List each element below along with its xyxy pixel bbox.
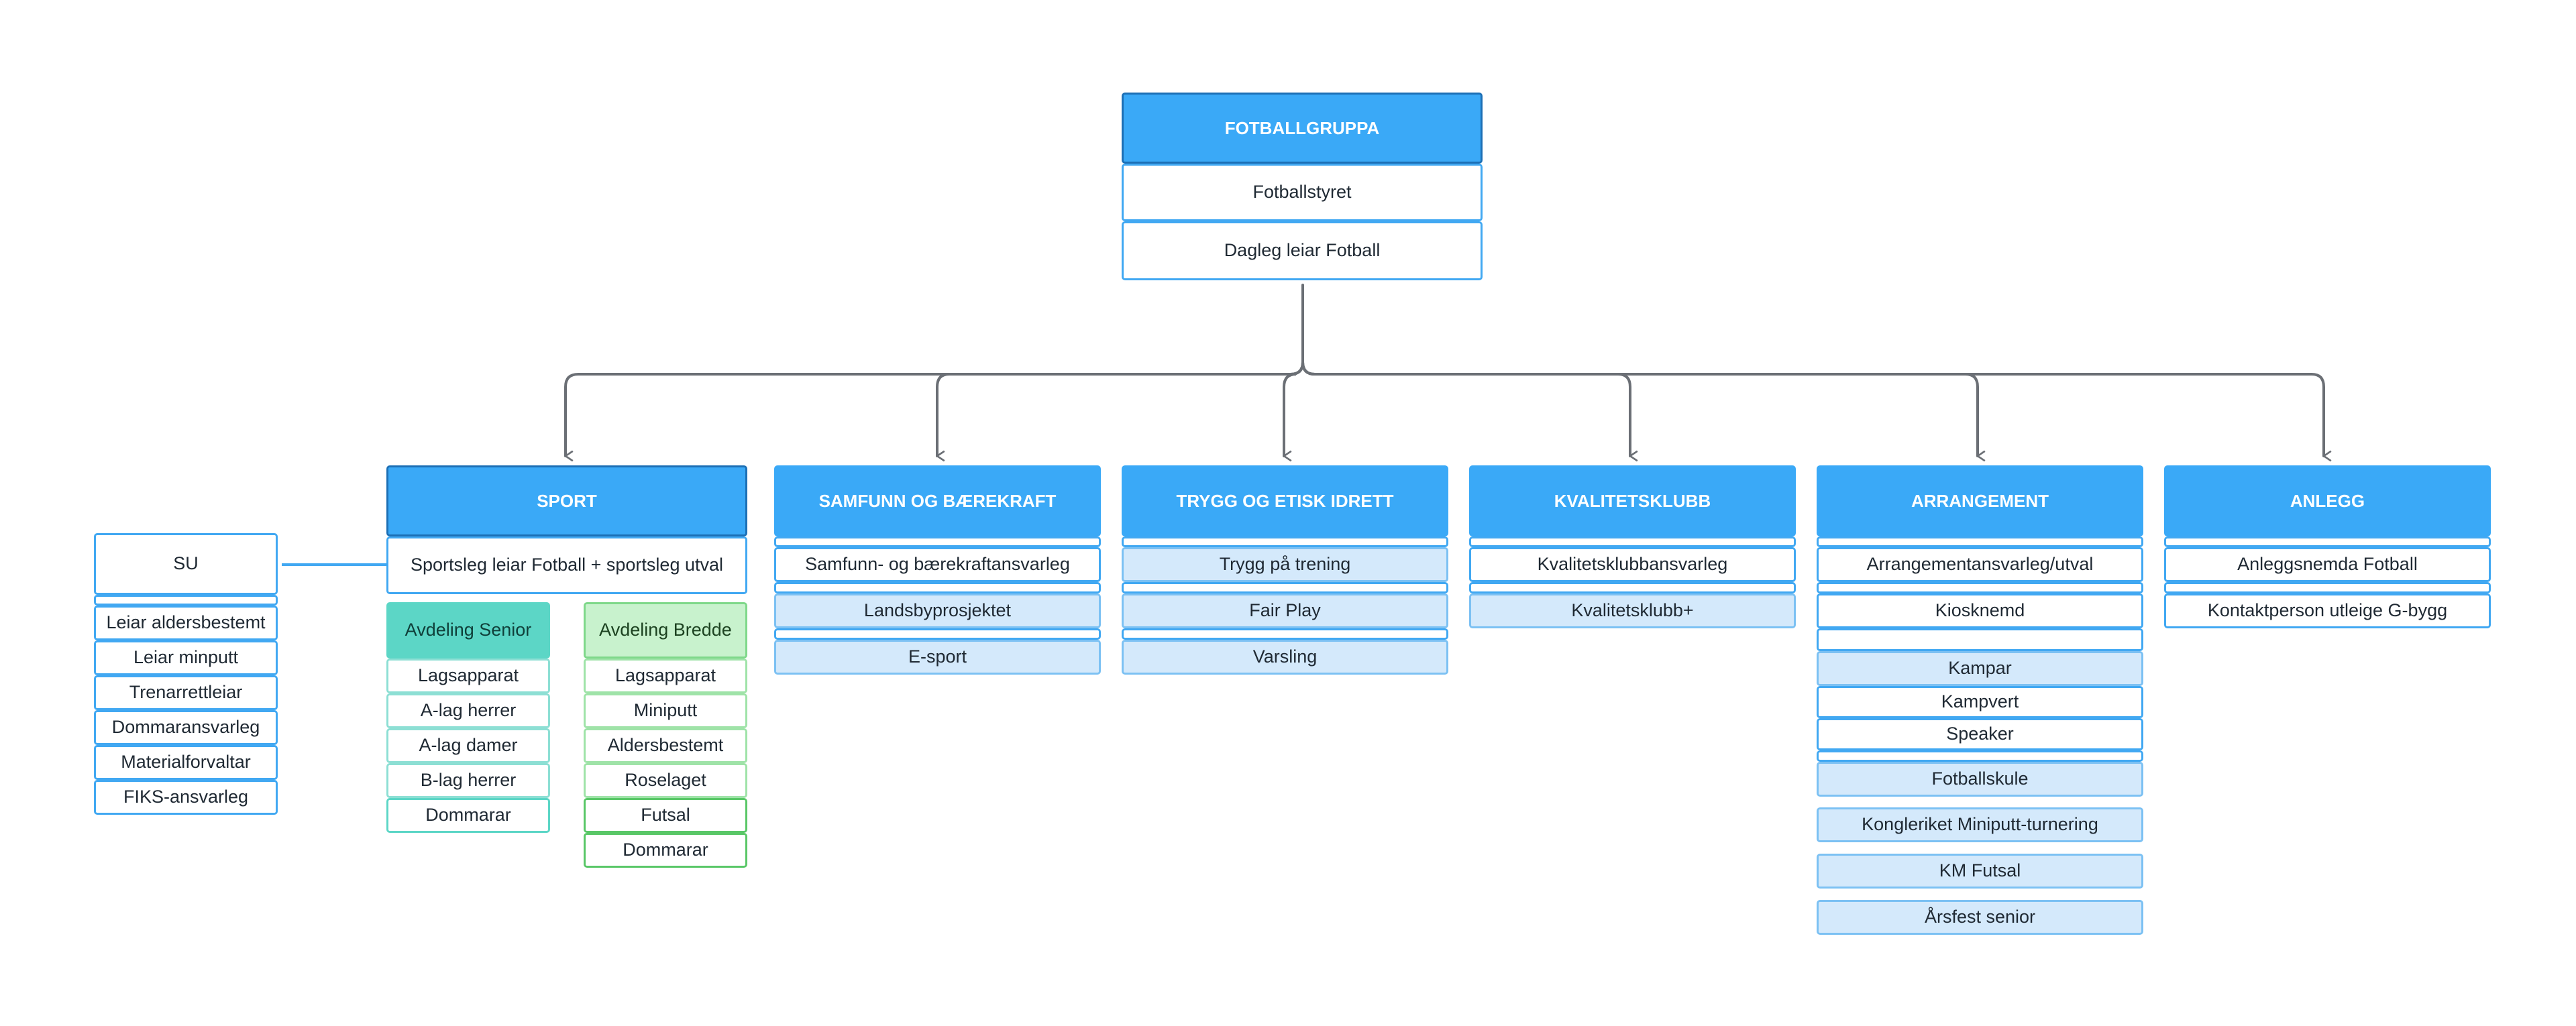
arrangement-item: Arrangementansvarleg/utval [1817, 547, 2143, 582]
kvalitet-item: Kvalitetsklubbansvarleg [1469, 547, 1796, 582]
branch-sport [564, 361, 1304, 456]
arrangement-item: KM Futsal [1817, 854, 2143, 889]
fotballstyret-box: Fotballstyret [1122, 164, 1483, 221]
samfunn-header: SAMFUNN OG BÆREKRAFT [774, 465, 1101, 536]
samfunn-divider [774, 628, 1101, 640]
samfunn-item: Landsbyprosjektet [774, 593, 1101, 628]
trygg-divider [1122, 628, 1448, 640]
anlegg-header: ANLEGG [2164, 465, 2491, 536]
bredde-item: Lagsapparat [584, 659, 747, 693]
su-item: Dommaransvarleg [94, 710, 278, 745]
su-box: SU [94, 533, 278, 595]
samfunn-item: E-sport [774, 640, 1101, 675]
avdeling-senior-header: Avdeling Senior [386, 602, 550, 659]
sport-leader-box: Sportsleg leiar Fotball + sportsleg utva… [386, 536, 747, 594]
senior-item: A-lag herrer [386, 693, 550, 728]
trygg-item: Varsling [1122, 640, 1448, 675]
dagleg-leiar-box: Dagleg leiar Fotball [1122, 221, 1483, 280]
trygg-header: TRYGG OG ETISK IDRETT [1122, 465, 1448, 536]
branch-arrangement [1301, 361, 1978, 456]
su-divider [94, 595, 278, 606]
branch-samfunn [936, 361, 1304, 456]
arrangement-item: Fotballskule [1817, 762, 2143, 797]
fotballgruppa-header: FOTBALLGRUPPA [1122, 93, 1483, 164]
arrangement-divider [1817, 582, 2143, 593]
arrangement-divider [1817, 750, 2143, 762]
trygg-item: Fair Play [1122, 593, 1448, 628]
su-item: Trenarrettleiar [94, 675, 278, 710]
samfunn-item: Samfunn- og bærekraftansvarleg [774, 547, 1101, 582]
trygg-item: Trygg på trening [1122, 547, 1448, 582]
bredde-item: Futsal [584, 798, 747, 833]
kvalitet-item: Kvalitetsklubb+ [1469, 593, 1796, 628]
trygg-divider [1122, 536, 1448, 547]
senior-item: A-lag damer [386, 728, 550, 763]
bredde-item: Roselaget [584, 763, 747, 798]
kvalitet-header: KVALITETSKLUBB [1469, 465, 1796, 536]
trygg-divider [1122, 582, 1448, 593]
kvalitet-divider [1469, 582, 1796, 593]
branch-kvalitet [1301, 361, 1630, 456]
su-item: Materialforvaltar [94, 745, 278, 780]
anlegg-item: Kontaktperson utleige G-bygg [2164, 593, 2491, 628]
avdeling-bredde-header: Avdeling Bredde [584, 602, 747, 659]
anlegg-divider [2164, 582, 2491, 593]
arrangement-item: Speaker [1817, 718, 2143, 750]
bredde-item: Miniputt [584, 693, 747, 728]
arrangement-item: Kiosknemd [1817, 593, 2143, 628]
arrangement-item: Kampvert [1817, 686, 2143, 718]
su-item: Leiar minputt [94, 640, 278, 675]
arrangement-divider [1817, 628, 2143, 651]
senior-item: Dommarar [386, 798, 550, 833]
anlegg-divider [2164, 536, 2491, 547]
arrangement-divider [1817, 536, 2143, 547]
arrangement-item: Kampar [1817, 651, 2143, 686]
branch-anlegg [1301, 361, 2324, 456]
branch-trygg [1283, 361, 1304, 456]
senior-item: B-lag herrer [386, 763, 550, 798]
samfunn-divider [774, 536, 1101, 547]
bredde-item: Aldersbestemt [584, 728, 747, 763]
senior-item: Lagsapparat [386, 659, 550, 693]
arrangement-header: ARRANGEMENT [1817, 465, 2143, 536]
samfunn-divider [774, 582, 1101, 593]
kvalitet-divider [1469, 536, 1796, 547]
anlegg-item: Anleggsnemda Fotball [2164, 547, 2491, 582]
arrangement-item: Årsfest senior [1817, 900, 2143, 935]
sport-header: SPORT [386, 465, 747, 536]
arrangement-item: Kongleriket Miniputt-turnering [1817, 807, 2143, 842]
su-item: FIKS-ansvarleg [94, 780, 278, 815]
su-item: Leiar aldersbestemt [94, 606, 278, 640]
bredde-item: Dommarar [584, 833, 747, 868]
